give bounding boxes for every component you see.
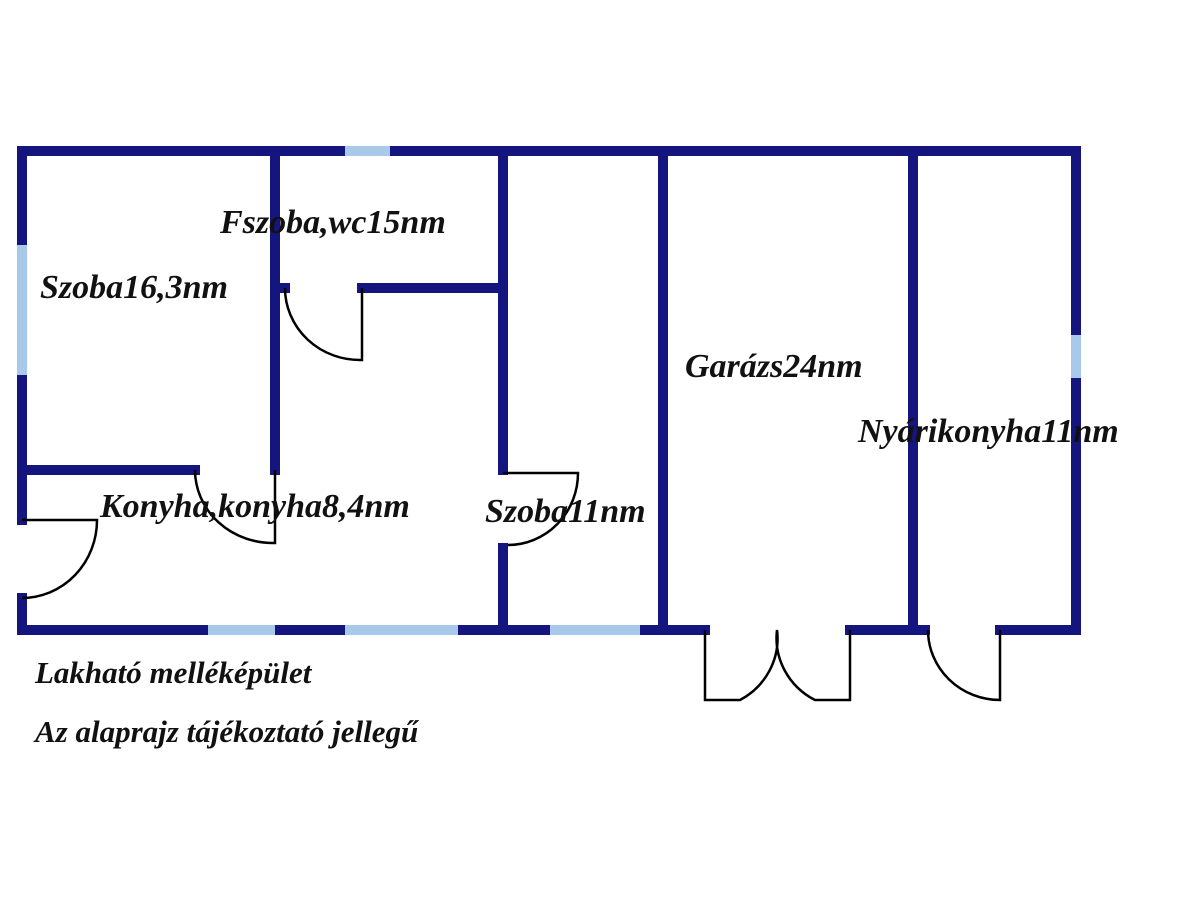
- label-fszoba-wc: Fszoba,wc15nm: [219, 204, 446, 241]
- door-entrance: [21, 518, 99, 600]
- door-room-2: [503, 471, 580, 547]
- note-disclaimer: Az alaprajz tájékoztató jellegű: [33, 714, 420, 749]
- door-room-1: [193, 469, 277, 545]
- label-szoba-1: Szoba16,3nm: [40, 269, 228, 306]
- outer-wall-bottom-left: [17, 593, 710, 635]
- door-garage: [703, 629, 852, 702]
- outer-wall-top-right: [17, 146, 1081, 635]
- windows: [17, 146, 1081, 635]
- door-wc: [283, 287, 364, 362]
- label-garazs: Garázs24nm: [685, 348, 863, 385]
- doors: [21, 287, 1002, 702]
- room-labels: Fszoba,wc15nm Szoba16,3nm Garázs24nm Nyá…: [40, 204, 1119, 530]
- door-summer-kitchen: [926, 629, 1002, 702]
- label-nyarikonyha: Nyárikonyha11nm: [857, 413, 1119, 450]
- label-konyha: Konyha,konyha8,4nm: [99, 488, 410, 525]
- label-szoba-2: Szoba11nm: [485, 493, 646, 530]
- note-building-type: Lakható melléképület: [34, 655, 313, 690]
- walls: [17, 146, 1081, 635]
